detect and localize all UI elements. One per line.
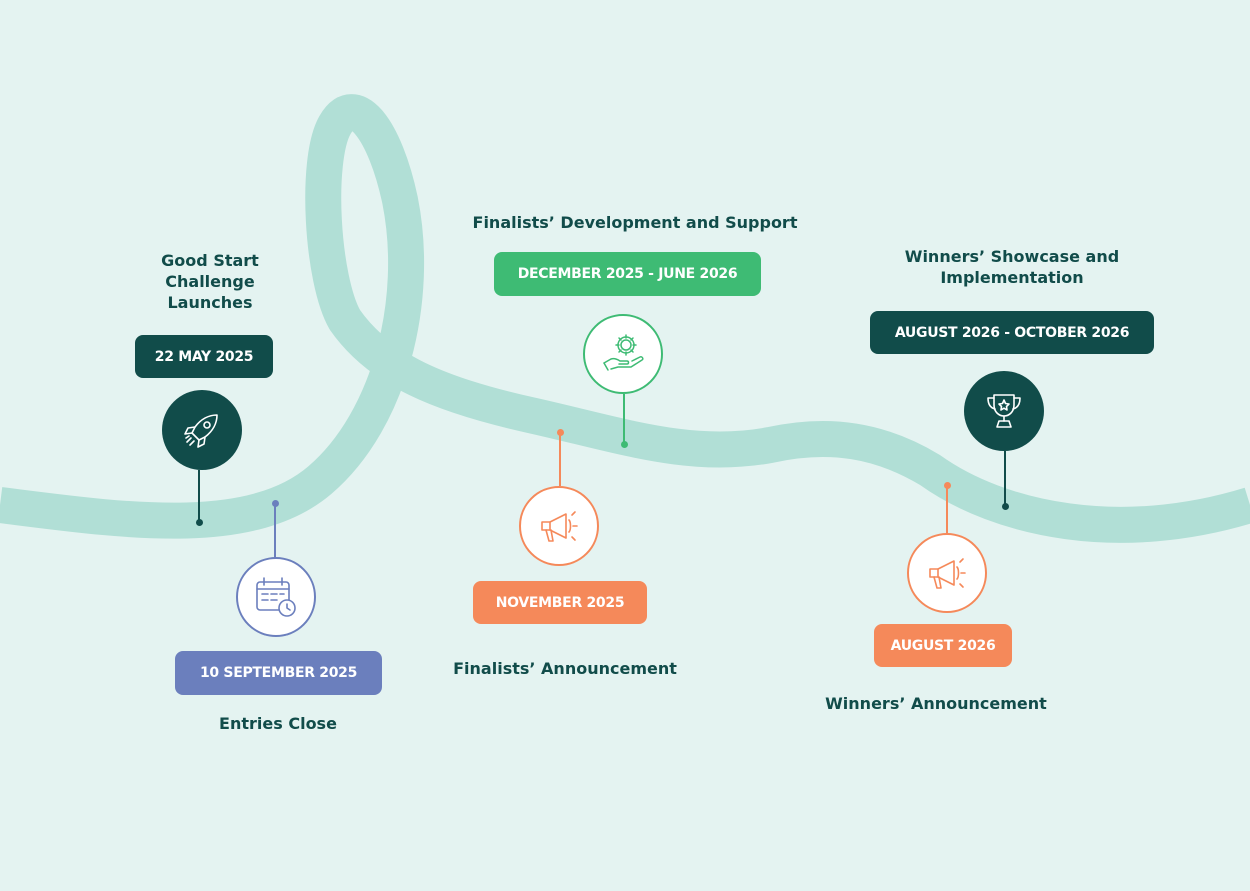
date-badge: DECEMBER 2025 - JUNE 2026 (494, 252, 761, 296)
milestone-title: Good Start Challenge Launches (161, 251, 259, 312)
connector-dot (944, 482, 951, 489)
connector-line (946, 487, 948, 533)
rocket-icon (162, 390, 242, 470)
milestone-title: Winners’ Showcase and Implementation (904, 247, 1120, 287)
milestone-title: Finalists’ Announcement (453, 659, 677, 678)
milestone-title: Winners’ Announcement (825, 694, 1047, 713)
connector-dot (1002, 503, 1009, 510)
connector-dot (621, 441, 628, 448)
connector-dot (196, 519, 203, 526)
megaphone-icon (519, 486, 599, 566)
connector-line (623, 394, 625, 442)
milestone-title: Finalists’ Development and Support (472, 213, 798, 232)
connector-dot (557, 429, 564, 436)
date-badge: 10 SEPTEMBER 2025 (175, 651, 382, 695)
date-badge: NOVEMBER 2025 (473, 581, 647, 624)
trophy-icon (964, 371, 1044, 451)
connector-line (198, 470, 200, 522)
connector-dot (272, 500, 279, 507)
connector-line (274, 505, 276, 558)
connector-line (1004, 451, 1006, 506)
date-badge: 22 MAY 2025 (135, 335, 273, 378)
gear-hand-icon (583, 314, 663, 394)
milestone-title: Entries Close (219, 714, 337, 733)
date-badge: AUGUST 2026 (874, 624, 1012, 667)
date-badge: AUGUST 2026 - OCTOBER 2026 (870, 311, 1154, 354)
connector-line (559, 434, 561, 486)
megaphone-icon (907, 533, 987, 613)
calendar-clock-icon (236, 557, 316, 637)
